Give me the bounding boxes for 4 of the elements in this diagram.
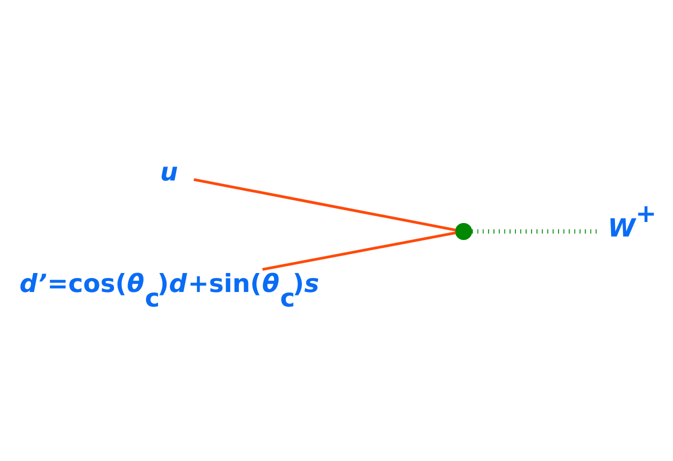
- connector: [262, 230, 456, 270]
- node-text: u: [160, 156, 178, 186]
- connector: [194, 178, 456, 231]
- node-circle: [455, 222, 472, 240]
